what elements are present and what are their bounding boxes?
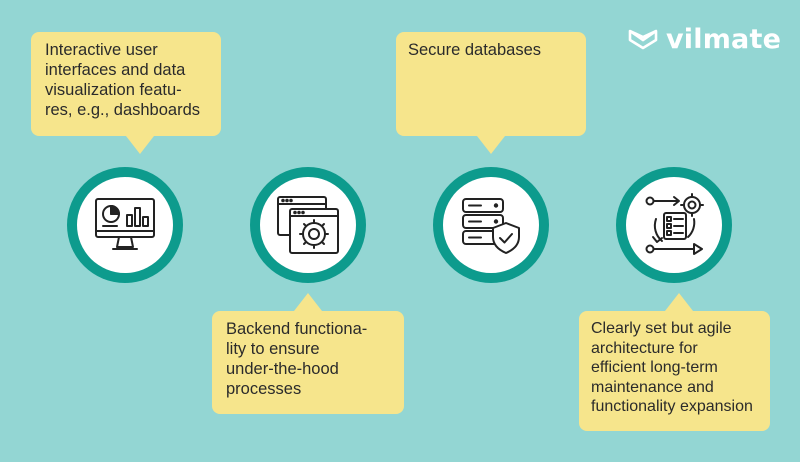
feature-node-architecture <box>616 167 732 283</box>
feature-node-backend <box>250 167 366 283</box>
feature-node-ui <box>67 167 183 283</box>
feature-text-backend: Backend functiona- lity to ensure under-… <box>226 320 368 399</box>
feature-text-ui: Interactive user interfaces and data vis… <box>45 41 201 120</box>
architecture-workflow-icon <box>645 193 704 255</box>
feature-text-architecture: Clearly set but agile architecture for e… <box>591 320 753 416</box>
feature-bubble-architecture: Clearly set but agile architecture for e… <box>579 293 770 431</box>
dashboard-monitor-icon <box>95 198 155 250</box>
feature-bubble-ui: Interactive user interfaces and data vis… <box>31 32 221 154</box>
settings-window-icon <box>277 196 339 254</box>
brand-name: vilmate <box>666 23 782 55</box>
feature-bubble-backend: Backend functiona- lity to ensure under-… <box>212 293 404 414</box>
feature-node-databases <box>433 167 549 283</box>
feature-bubble-databases: Secure databases <box>396 32 586 154</box>
brand-logo: vilmate <box>628 22 781 56</box>
feature-text-databases: Secure databases <box>408 41 542 59</box>
secure-database-icon <box>462 198 520 254</box>
envelope-logo-icon <box>628 29 658 50</box>
